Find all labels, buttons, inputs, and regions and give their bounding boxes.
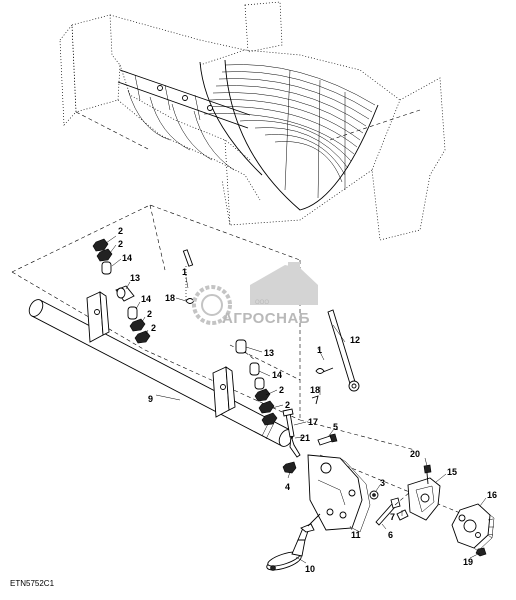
callout-6: 6	[388, 530, 393, 540]
callout-14: 14	[272, 370, 282, 380]
watermark-logo: ООО АГРОСНАБ	[192, 262, 318, 327]
grate-bars	[199, 59, 379, 211]
callout-13: 13	[130, 273, 140, 283]
callout-20: 20	[410, 449, 420, 459]
callout-18: 18	[310, 385, 320, 395]
sprocket	[451, 503, 495, 557]
callout-3: 3	[380, 478, 385, 488]
callout-13: 13	[264, 348, 274, 358]
callout-16: 16	[487, 490, 497, 500]
watermark-brand: АГРОСНАБ	[222, 310, 310, 327]
callout-1: 1	[182, 267, 187, 277]
shaft-arm-right	[212, 366, 236, 418]
exploded-envelope	[11, 204, 466, 516]
figure-id: ETN5752C1	[10, 579, 55, 588]
callout-2: 2	[151, 323, 156, 333]
handwheel	[266, 513, 321, 571]
callout-1: 1	[317, 345, 322, 355]
finger-tines	[117, 69, 251, 171]
callout-15: 15	[447, 467, 457, 477]
watermark-prefix: ООО	[255, 300, 269, 306]
callout-11: 11	[351, 530, 361, 540]
bolts-center	[282, 408, 338, 474]
callout-4: 4	[285, 482, 290, 492]
link-rod	[327, 309, 360, 392]
callout-17: 17	[308, 417, 318, 427]
callout-2: 2	[118, 239, 123, 249]
bracket-hardware	[369, 490, 411, 526]
callout-14: 14	[141, 294, 151, 304]
callout-2: 2	[118, 226, 123, 236]
callout-2: 2	[147, 309, 152, 319]
callout-labels: 2 2 14 13 14 2 2 1 18 9 13 14 2 2 1 12 1…	[118, 226, 497, 574]
callout-5: 5	[333, 422, 338, 432]
shaft-arm-left	[86, 291, 110, 343]
callout-21: 21	[300, 433, 310, 443]
callout-14: 14	[122, 253, 132, 263]
hardware-right-group	[235, 339, 334, 426]
callout-19: 19	[463, 557, 473, 567]
callout-7: 7	[390, 512, 395, 522]
mounting-bracket	[307, 454, 371, 533]
callout-18: 18	[165, 293, 175, 303]
callout-2: 2	[285, 400, 290, 410]
callout-10: 10	[305, 564, 315, 574]
concave-assembly-outline	[59, 1, 446, 241]
callout-9: 9	[148, 394, 153, 404]
callout-2: 2	[279, 385, 284, 395]
leader-lines	[105, 235, 487, 564]
crank-plate	[407, 464, 441, 521]
callout-12: 12	[350, 335, 360, 345]
